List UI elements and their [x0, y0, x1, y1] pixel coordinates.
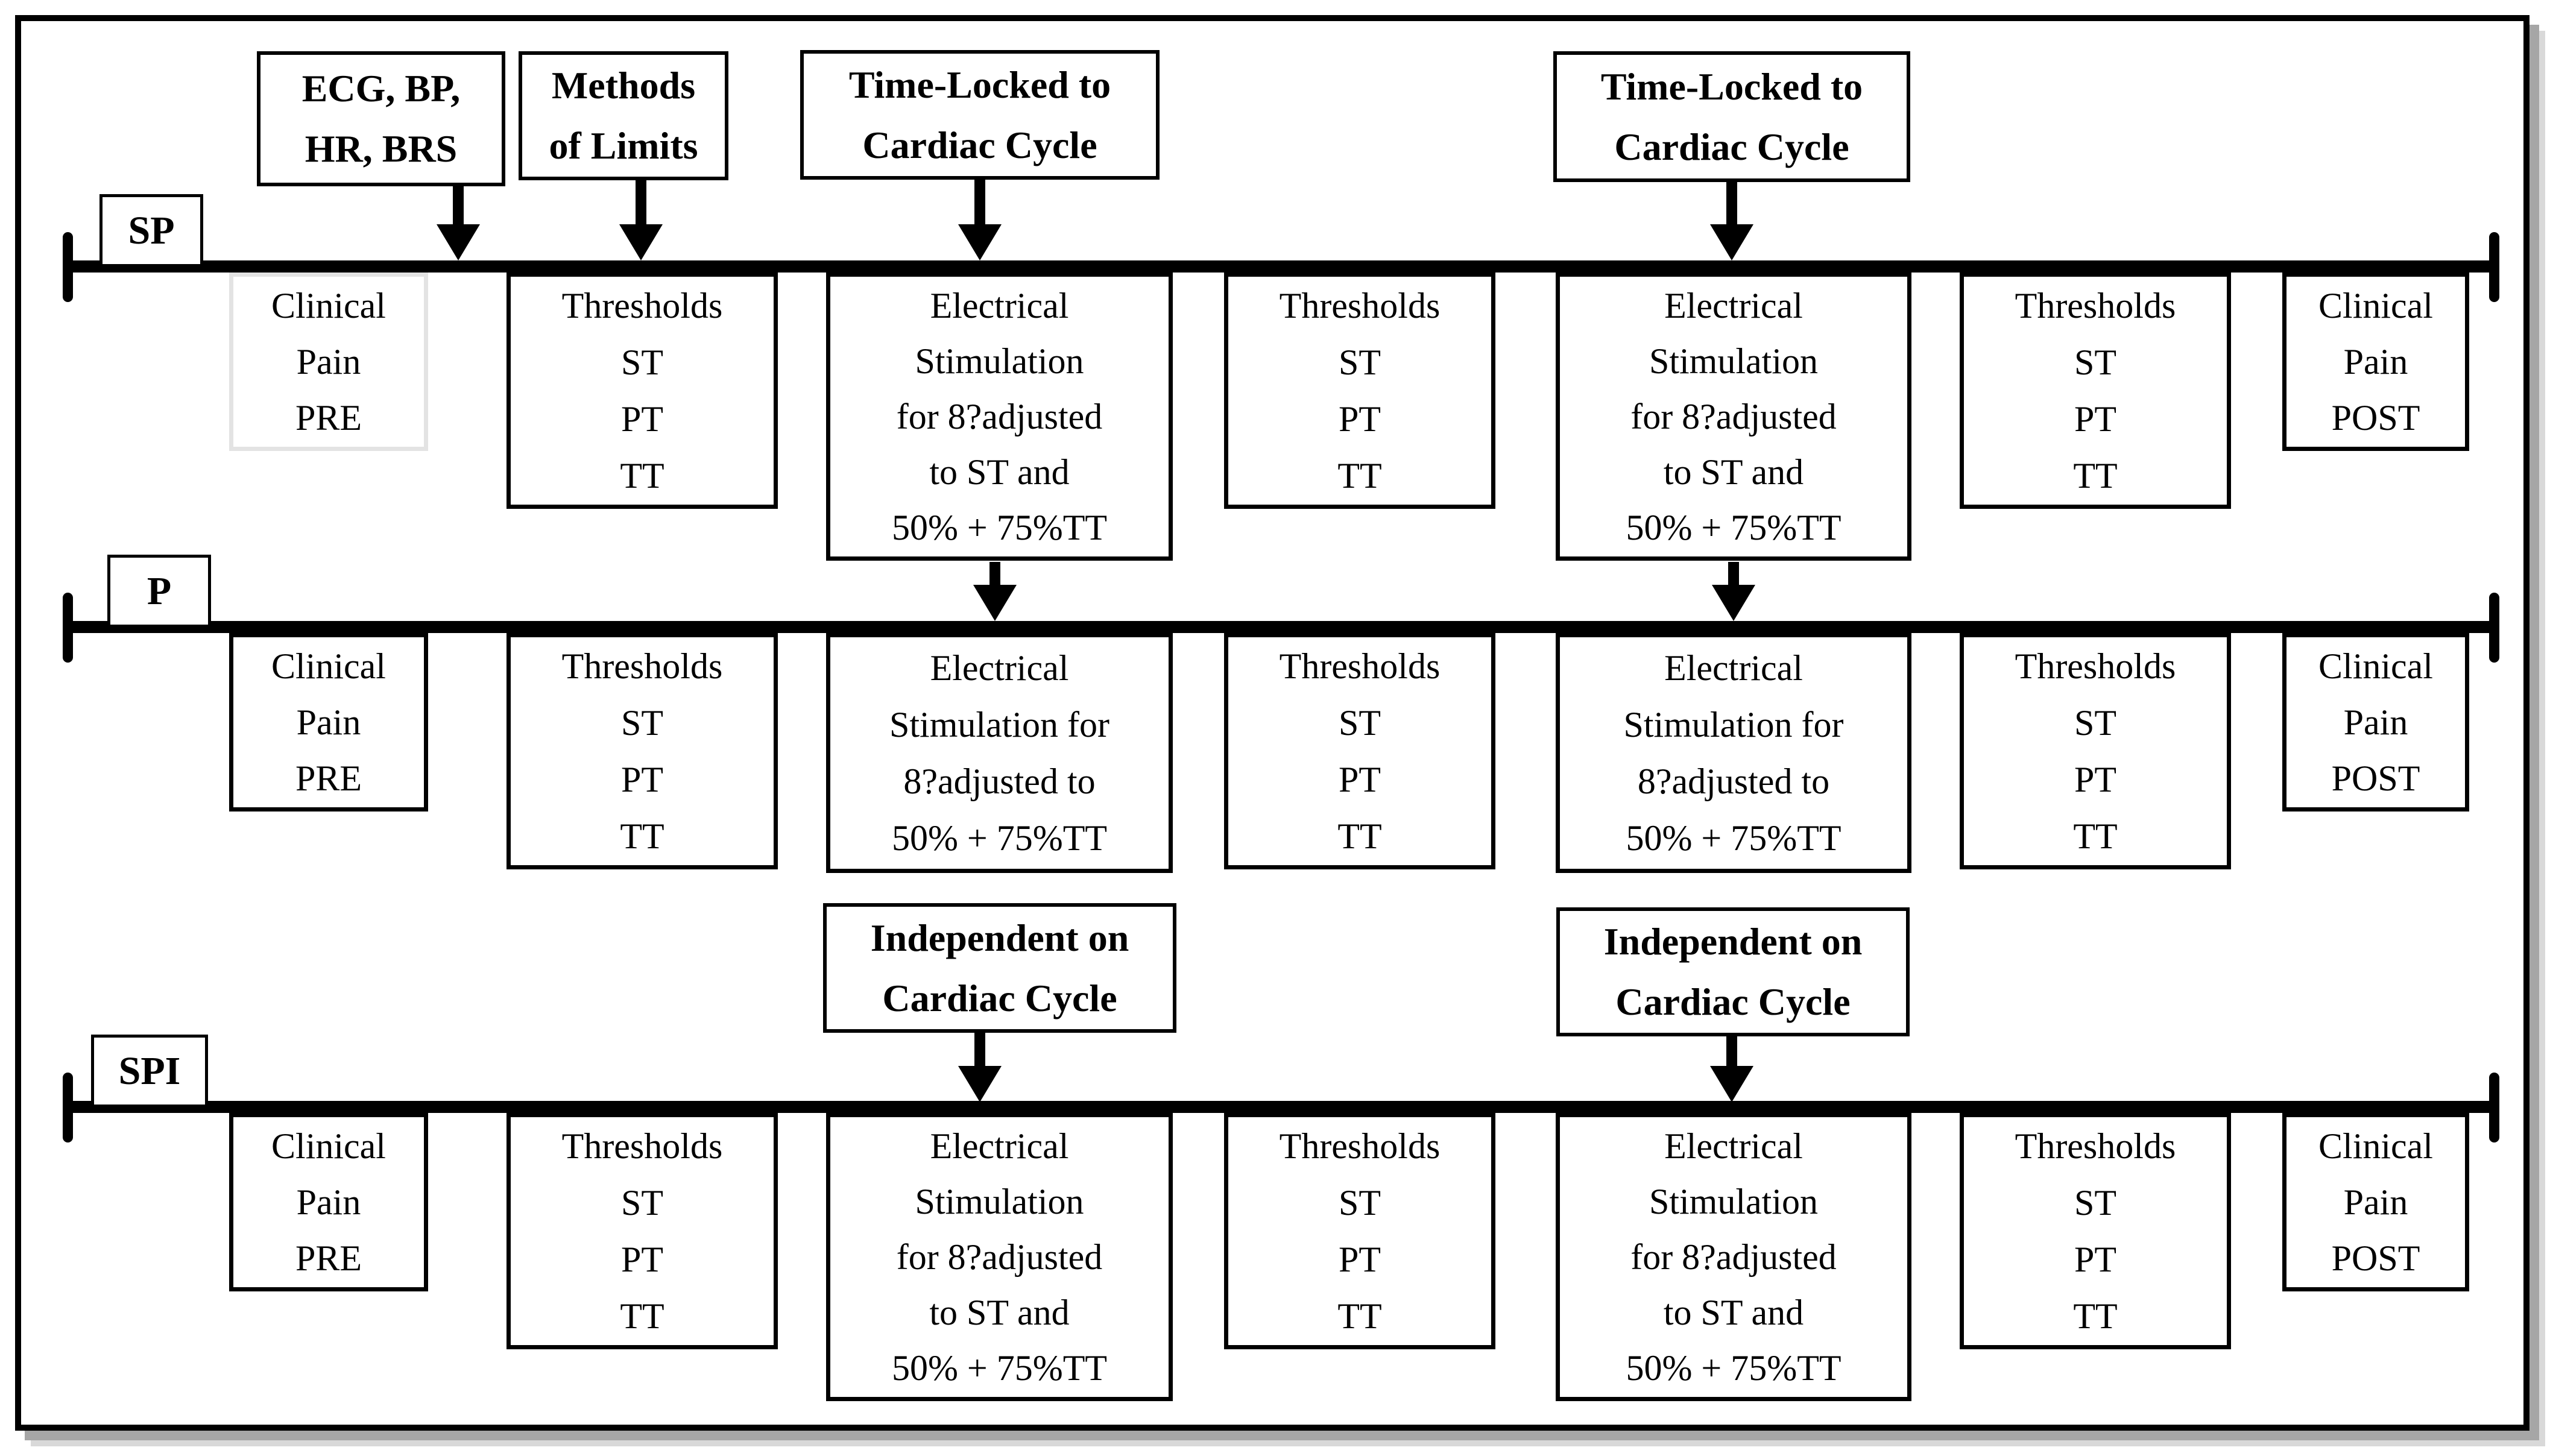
box-electrical-stimulation: Electrical Stimulation for 8?adjusted to…	[826, 1113, 1173, 1401]
sp-label-box: SP	[99, 194, 203, 267]
spi-timeline-end-cap	[2489, 1073, 2499, 1142]
down-arrow-icon	[1712, 562, 1755, 621]
box-thresholds: Thresholds ST PT TT	[507, 273, 778, 509]
arrow-shaft	[453, 186, 464, 224]
box-electrical-stimulation: Electrical Stimulation for 8?adjusted to…	[1556, 273, 1911, 561]
down-arrow-icon	[437, 186, 480, 260]
ecg-bp-hr-brs-box: ECG, BP, HR, BRS	[257, 51, 505, 186]
arrow-shaft	[989, 562, 1000, 585]
down-arrow-icon	[1710, 182, 1753, 260]
box-thresholds: Thresholds ST PT TT	[1960, 633, 2231, 869]
box-thresholds: Thresholds ST PT TT	[1960, 273, 2231, 509]
box-clinical-pain-post: Clinical Pain POST	[2282, 633, 2469, 812]
box-thresholds: Thresholds ST PT TT	[1224, 633, 1495, 869]
time-locked-text-2: Time-Locked to Cardiac Cycle	[1600, 65, 1863, 168]
p-timeline-line	[68, 621, 2498, 633]
independent-text-2: Independent on Cardiac Cycle	[1603, 920, 1863, 1023]
independent-text-1: Independent on Cardiac Cycle	[870, 916, 1129, 1020]
ecg-bp-hr-brs-text: ECG, BP, HR, BRS	[301, 67, 461, 170]
arrow-shaft	[974, 1033, 985, 1066]
spi-timeline-line	[68, 1101, 2498, 1113]
arrow-shaft	[636, 180, 646, 224]
spi-timeline-start-cap	[63, 1073, 73, 1142]
down-arrow-icon	[1710, 1036, 1753, 1102]
down-arrow-icon	[619, 180, 663, 260]
arrow-head	[1712, 585, 1755, 621]
arrow-shaft	[1728, 562, 1739, 585]
box-electrical-stimulation: Electrical Stimulation for 8?adjusted to…	[1556, 1113, 1911, 1401]
down-arrow-icon	[958, 180, 1002, 260]
arrow-head	[958, 1066, 1002, 1102]
p-label-box: P	[107, 555, 211, 628]
independent-box-2: Independent on Cardiac Cycle	[1556, 907, 1910, 1036]
time-locked-box-1: Time-Locked to Cardiac Cycle	[800, 50, 1160, 180]
spi-label: SPI	[118, 1048, 181, 1093]
box-clinical-pain-post: Clinical Pain POST	[2282, 273, 2469, 451]
box-thresholds: Thresholds ST PT TT	[1960, 1113, 2231, 1349]
sp-timeline-line	[68, 260, 2498, 273]
arrow-shaft	[974, 180, 985, 224]
sp-label: SP	[128, 208, 175, 253]
arrow-head	[1710, 1066, 1753, 1102]
time-locked-text-1: Time-Locked to Cardiac Cycle	[848, 63, 1111, 166]
box-thresholds: Thresholds ST PT TT	[1224, 1113, 1495, 1349]
box-electrical-stimulation: Electrical Stimulation for 8?adjusted to…	[826, 633, 1173, 873]
down-arrow-icon	[958, 1033, 1002, 1102]
arrow-shaft	[1726, 1036, 1737, 1066]
sp-timeline-end-cap	[2489, 232, 2499, 302]
arrow-head	[958, 224, 1002, 260]
box-thresholds: Thresholds ST PT TT	[1224, 273, 1495, 509]
box-thresholds: Thresholds ST PT TT	[507, 633, 778, 869]
arrow-head	[437, 224, 480, 260]
box-electrical-stimulation: Electrical Stimulation for 8?adjusted to…	[1556, 633, 1911, 873]
sp-timeline-start-cap	[63, 232, 73, 302]
methods-of-limits-box: Methods of Limits	[519, 51, 728, 180]
time-locked-box-2: Time-Locked to Cardiac Cycle	[1553, 51, 1910, 182]
box-electrical-stimulation: Electrical Stimulation for 8?adjusted to…	[826, 273, 1173, 561]
down-arrow-icon	[973, 562, 1017, 621]
arrow-head	[619, 224, 663, 260]
box-clinical-pain-pre: Clinical Pain PRE	[229, 633, 428, 812]
box-clinical-pain-post: Clinical Pain POST	[2282, 1113, 2469, 1291]
box-thresholds: Thresholds ST PT TT	[507, 1113, 778, 1349]
spi-label-box: SPI	[91, 1035, 208, 1108]
arrow-shaft	[1726, 182, 1737, 224]
methods-of-limits-text: Methods of Limits	[549, 64, 698, 167]
independent-box-1: Independent on Cardiac Cycle	[823, 903, 1176, 1033]
p-timeline-start-cap	[63, 593, 73, 663]
p-label: P	[147, 569, 172, 613]
figure-frame	[15, 15, 2529, 1431]
p-timeline-end-cap	[2489, 593, 2499, 663]
arrow-head	[1710, 224, 1753, 260]
box-clinical-pain-pre: Clinical Pain PRE	[229, 273, 428, 451]
arrow-head	[973, 585, 1017, 621]
box-clinical-pain-pre: Clinical Pain PRE	[229, 1113, 428, 1291]
